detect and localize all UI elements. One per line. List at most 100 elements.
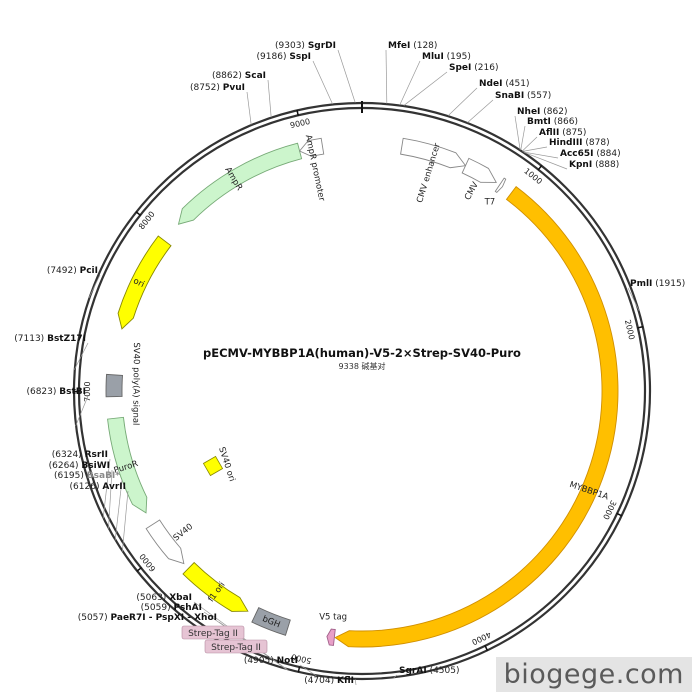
- site-name: MfeI: [388, 41, 410, 51]
- site-leader-line: [523, 151, 559, 159]
- site-leader-line: [102, 458, 111, 519]
- site-label: MfeI (128): [388, 41, 437, 51]
- site-position: (8752): [190, 83, 220, 93]
- site-label: (6195) BsaBI*: [54, 471, 120, 481]
- site-label: (5057) PaeR7I - PspXI - XhoI: [78, 613, 217, 623]
- site-mlui: MluI (195): [422, 52, 471, 62]
- site-sgrdi: (9303) SgrDI: [275, 41, 336, 51]
- feature-label-sv40-poly-a-signal: SV40 poly(A) signal: [130, 342, 141, 425]
- site-label: (9303) SgrDI: [275, 41, 336, 51]
- site-position: (875): [562, 128, 586, 138]
- site-name: XbaI: [169, 593, 192, 603]
- site-position: (9186): [257, 52, 287, 62]
- site-leader-line: [88, 274, 101, 299]
- site-pshai: (5059) PshAI: [141, 603, 202, 613]
- site-name: KpnI: [569, 160, 592, 170]
- site-kfli: (4704) KflI: [304, 676, 354, 686]
- feature-label-ampr-promoter: AmpR promoter: [303, 134, 327, 203]
- site-name: BsaBI*: [87, 471, 120, 481]
- site-leader-line: [114, 479, 123, 541]
- site-label: AflII (875): [539, 128, 586, 138]
- feature-ampr: [177, 142, 303, 225]
- site-name: ScaI: [245, 71, 266, 81]
- site-aflii: AflII (875): [539, 128, 586, 138]
- site-name: BsiWI: [81, 461, 110, 471]
- site-label: Acc65I (884): [560, 149, 621, 159]
- strep-tag-box-1: [181, 625, 245, 640]
- site-name: NotI: [277, 656, 298, 666]
- backbone-inner-strand: [77, 106, 647, 676]
- site-position: (6264): [49, 461, 79, 471]
- tick-mark: [297, 666, 301, 673]
- feature-puror: [107, 416, 148, 514]
- site-position: (216): [474, 63, 498, 73]
- site-name: NheI: [517, 107, 540, 117]
- site-label: (5063) XbaI: [136, 593, 192, 603]
- site-position: (5063): [136, 593, 166, 603]
- site-name: BstBI: [59, 387, 86, 397]
- site-leader-line: [393, 674, 398, 679]
- site-leader-line: [467, 99, 494, 123]
- site-pmli: PmlI (1915): [630, 279, 685, 289]
- site-label: (6324) RsrII: [52, 450, 108, 460]
- site-leader-line: [521, 136, 538, 152]
- tick-mark: [484, 645, 489, 652]
- site-position: (866): [554, 117, 578, 127]
- site-scai: (8862) ScaI: [212, 71, 266, 81]
- site-leader-line: [447, 87, 478, 116]
- site-label: SnaBI (557): [495, 91, 551, 101]
- site-label: BmtI (866): [527, 117, 578, 127]
- site-name: SspI: [289, 52, 311, 62]
- site-leader-line: [514, 115, 521, 150]
- tick-label: 6000: [138, 552, 158, 574]
- restriction-sites: (9303) SgrDI(9186) SspI (8862) ScaI (8752)…: [14, 41, 685, 686]
- site-position: (4704): [304, 676, 334, 686]
- site-ndei: NdeI (451): [479, 79, 530, 89]
- site-position: (1915): [655, 279, 685, 289]
- site-name: NdeI: [479, 79, 502, 89]
- site-position: (884): [596, 149, 620, 159]
- site-position: (6823): [26, 387, 56, 397]
- site-position: (5057): [78, 613, 108, 623]
- site-pvui: (8752) PvuI: [190, 83, 245, 93]
- site-hindiii: HindIII (878): [549, 138, 610, 148]
- site-label: NdeI (451): [479, 79, 530, 89]
- site-bstbi: (6823) BstBI: [26, 387, 86, 397]
- site-label: (5059) PshAI: [141, 603, 202, 613]
- site-leader-line: [522, 146, 548, 152]
- feature-label-ori: ori: [132, 276, 146, 290]
- site-mfei: MfeI (128): [388, 41, 437, 51]
- site-position: (6324): [52, 450, 82, 460]
- site-name: KflI: [337, 676, 354, 686]
- site-label: (4905) NotI: [244, 656, 298, 666]
- site-name: SgrDI: [308, 41, 336, 51]
- tick-label: 5000: [290, 652, 312, 665]
- site-label: (7492) PciI: [47, 266, 98, 276]
- site-sspi: (9186) SspI: [257, 52, 311, 62]
- site-noti: (4905) NotI: [244, 656, 298, 666]
- feature-bgh: [251, 607, 291, 636]
- feature-label-v5-tag: V5 tag: [319, 613, 347, 623]
- tick-mark: [136, 566, 142, 572]
- tick-label: 1000: [522, 166, 544, 186]
- site-position: (557): [527, 91, 551, 101]
- site-name: BmtI: [527, 117, 551, 127]
- site-name: Acc65I: [560, 149, 594, 159]
- tick-mark: [637, 325, 644, 329]
- strep-tag-label-2: Strep-Tag II: [211, 643, 261, 653]
- site-name: MluI: [422, 52, 444, 62]
- site-leader-line: [385, 49, 388, 104]
- feature-cmv: [461, 157, 497, 183]
- site-position: (451): [505, 79, 529, 89]
- feature-ori: [117, 235, 172, 330]
- site-name: AflII: [539, 128, 559, 138]
- site-name: AvrII: [102, 482, 126, 492]
- site-name: HindIII: [549, 138, 583, 148]
- site-label: (9186) SspI: [257, 52, 311, 62]
- site-leader-line: [75, 395, 89, 427]
- site-label: (4704) KflI: [304, 676, 354, 686]
- site-name: SpeI: [449, 63, 471, 73]
- tick-mark: [296, 109, 300, 116]
